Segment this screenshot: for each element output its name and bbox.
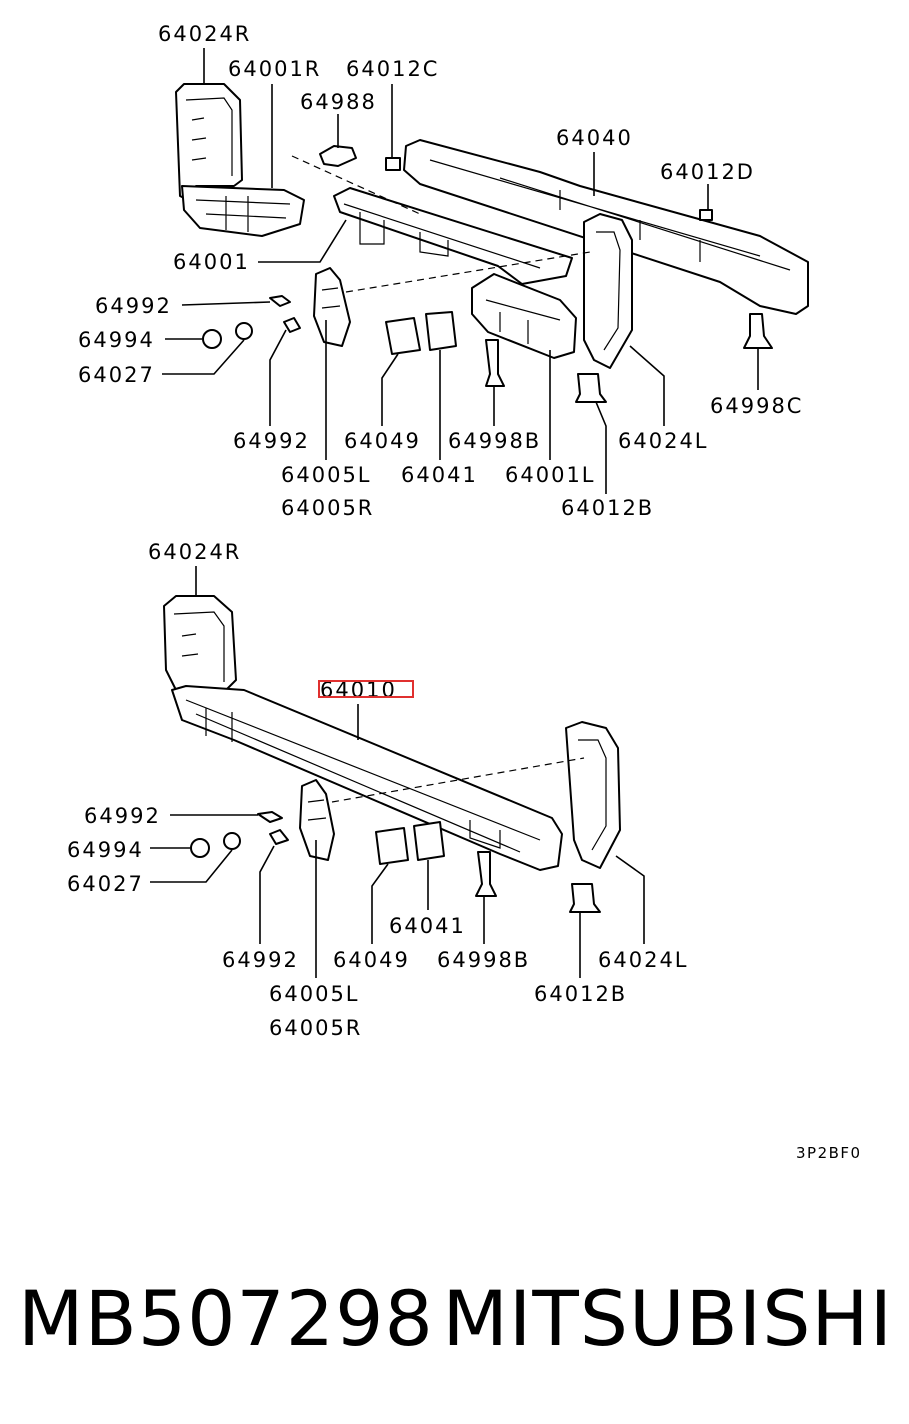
diagram-code: 3P2BF0	[796, 1144, 862, 1162]
footer: MB507298 MITSUBISHI	[18, 1268, 893, 1368]
label-64024r: 64024R	[158, 22, 251, 46]
label-64992-a: 64992	[95, 294, 172, 318]
label-64049: 64049	[344, 429, 421, 453]
brand-name: MITSUBISHI	[442, 1273, 893, 1363]
label-64012d: 64012D	[660, 160, 755, 184]
label-64024r-lower: 64024R	[148, 540, 241, 564]
label-64988: 64988	[300, 90, 377, 114]
label-64027: 64027	[78, 363, 155, 387]
highlight-box-64010	[318, 680, 414, 698]
label-64041-lower: 64041	[389, 914, 466, 938]
part-number: MB507298	[18, 1273, 434, 1363]
upper-assembly: 64024R 64001R 64012C 64988 64040 64012D …	[78, 22, 809, 520]
label-64005r-lower: 64005R	[269, 1016, 362, 1040]
label-64027-lower: 64027	[67, 872, 144, 896]
label-64005r: 64005R	[281, 496, 374, 520]
label-64992-b-lower: 64992	[222, 948, 299, 972]
label-64994: 64994	[78, 328, 155, 352]
label-64005l-lower: 64005L	[269, 982, 360, 1006]
label-64024l: 64024L	[618, 429, 709, 453]
label-64998b: 64998B	[448, 429, 541, 453]
label-64024l-lower: 64024L	[598, 948, 689, 972]
label-64001r: 64001R	[228, 57, 321, 81]
lower-assembly: 64024R 64010 64992 64994 64027 64041 649…	[67, 540, 689, 1040]
label-64012c: 64012C	[346, 57, 439, 81]
label-64998b-lower: 64998B	[437, 948, 530, 972]
label-64049-lower: 64049	[333, 948, 410, 972]
label-64005l: 64005L	[281, 463, 372, 487]
label-64040: 64040	[556, 126, 633, 150]
label-64001l: 64001L	[505, 463, 596, 487]
label-64012b-lower: 64012B	[534, 982, 627, 1006]
label-64994-lower: 64994	[67, 838, 144, 862]
label-64041: 64041	[401, 463, 478, 487]
label-64001: 64001	[173, 250, 250, 274]
label-64010: 64010	[320, 678, 397, 702]
label-64012b: 64012B	[561, 496, 654, 520]
label-64992-b: 64992	[233, 429, 310, 453]
label-64992-a-lower: 64992	[84, 804, 161, 828]
label-64998c: 64998C	[710, 394, 803, 418]
